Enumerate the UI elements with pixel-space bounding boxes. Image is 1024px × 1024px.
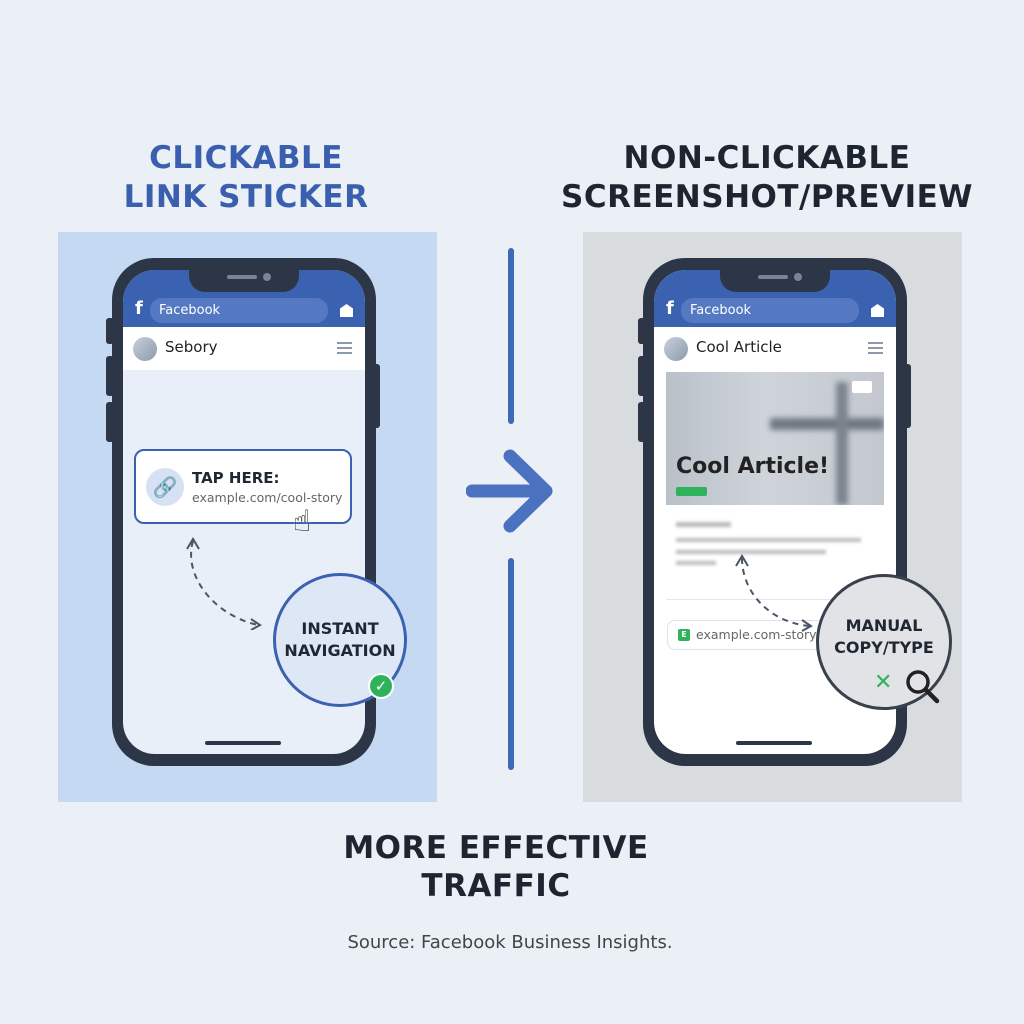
hand-pointer-icon: ☝ bbox=[293, 504, 312, 539]
menu-icon[interactable] bbox=[868, 342, 883, 344]
left-title-line1: CLICKABLE bbox=[149, 140, 343, 176]
right-title-line1: NON-CLICKABLE bbox=[623, 140, 911, 176]
divider bbox=[666, 599, 884, 600]
profile-name: Sebory bbox=[165, 338, 218, 356]
favicon-icon: E bbox=[678, 629, 690, 641]
conclusion: MORE EFFECTIVE TRAFFIC bbox=[296, 829, 696, 905]
phone-notch bbox=[720, 270, 830, 292]
home-indicator bbox=[205, 741, 281, 745]
facebook-logo-icon: f bbox=[135, 298, 143, 319]
divider-line bbox=[508, 558, 514, 770]
phone-button bbox=[638, 356, 646, 396]
arrow-right-icon bbox=[466, 449, 553, 533]
profile-name: Cool Article bbox=[696, 338, 782, 356]
phone-button bbox=[372, 364, 380, 428]
callout-line1: MANUAL bbox=[845, 616, 923, 635]
address-bar[interactable]: Facebook bbox=[681, 298, 859, 323]
phone-button bbox=[638, 318, 646, 344]
blurred-text bbox=[676, 522, 731, 527]
url-text: example.com-story bbox=[696, 627, 817, 642]
check-icon: ✓ bbox=[368, 673, 394, 699]
home-indicator bbox=[736, 741, 812, 745]
phone-button bbox=[106, 402, 114, 442]
home-icon[interactable] bbox=[340, 304, 353, 317]
left-title-line2: LINK STICKER bbox=[123, 179, 369, 215]
blurred-text bbox=[676, 550, 826, 554]
menu-icon[interactable] bbox=[337, 342, 352, 344]
callout-line2: COPY/TYPE bbox=[834, 638, 934, 657]
avatar bbox=[133, 337, 157, 361]
article-tag bbox=[676, 487, 707, 496]
home-icon[interactable] bbox=[871, 304, 884, 317]
right-title-line2: SCREENSHOT/PREVIEW bbox=[561, 179, 973, 215]
address-bar[interactable]: Facebook bbox=[150, 298, 328, 323]
conclusion-line2: TRAFFIC bbox=[421, 868, 571, 904]
phone-button bbox=[106, 318, 114, 344]
phone-screen: f Facebook Cool Article Cool Article! E … bbox=[654, 270, 896, 754]
magnifier-icon bbox=[906, 670, 940, 704]
manual-copy-callout: MANUAL COPY/TYPE bbox=[816, 574, 952, 710]
phone-button bbox=[638, 402, 646, 442]
callout-line2: NAVIGATION bbox=[284, 641, 396, 660]
phone-button bbox=[106, 356, 114, 396]
link-sticker[interactable]: 🔗 TAP HERE: example.com/cool-story bbox=[134, 449, 352, 524]
article-preview-image: Cool Article! bbox=[666, 372, 884, 505]
right-title: NON-CLICKABLE SCREENSHOT/PREVIEW bbox=[547, 139, 987, 217]
conclusion-line1: MORE EFFECTIVE bbox=[343, 830, 649, 866]
link-icon: 🔗 bbox=[146, 468, 184, 506]
sticker-label: TAP HERE: bbox=[192, 469, 280, 487]
avatar bbox=[664, 337, 688, 361]
source-note: Source: Facebook Business Insights. bbox=[347, 932, 673, 953]
blurred-text bbox=[676, 561, 716, 565]
dashed-arrow bbox=[735, 554, 813, 632]
left-title: CLICKABLE LINK STICKER bbox=[46, 139, 446, 217]
facebook-logo-icon: f bbox=[666, 298, 674, 319]
callout-line1: INSTANT bbox=[301, 619, 379, 638]
profile-header: Sebory bbox=[123, 327, 365, 370]
dashed-arrow bbox=[186, 537, 262, 630]
article-title: Cool Article! bbox=[676, 454, 830, 479]
phone-button bbox=[903, 364, 911, 428]
blurred-text bbox=[676, 538, 861, 542]
divider-line bbox=[508, 248, 514, 424]
x-icon: ✕ bbox=[874, 670, 893, 695]
sticker-url[interactable]: example.com/cool-story bbox=[192, 490, 343, 505]
profile-header: Cool Article bbox=[654, 327, 896, 370]
phone-notch bbox=[189, 270, 299, 292]
right-phone: f Facebook Cool Article Cool Article! E … bbox=[643, 258, 907, 766]
